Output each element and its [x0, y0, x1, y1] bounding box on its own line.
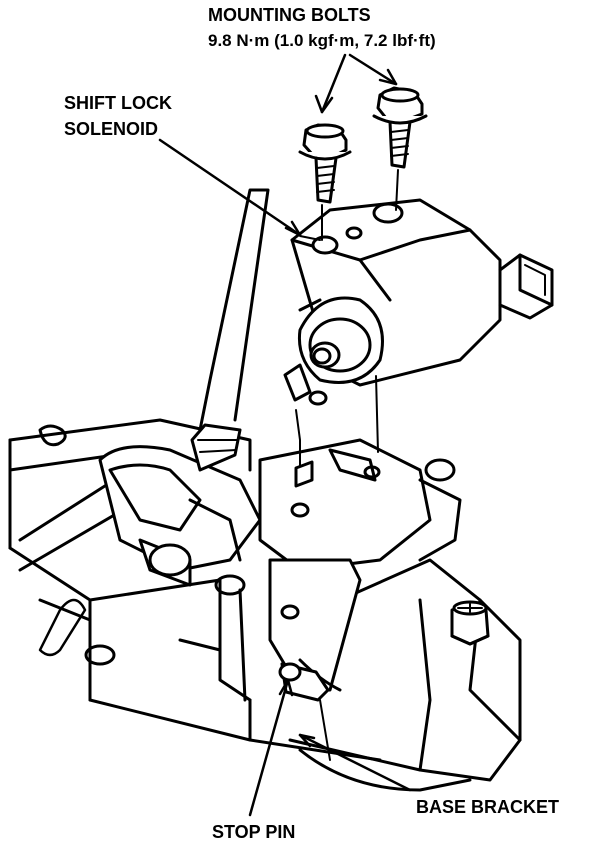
stop-pin-label: STOP PIN: [212, 822, 296, 842]
shift-lever-assembly: [18, 188, 270, 587]
mounting-bolt-left: [298, 123, 352, 241]
stop-pin: [278, 662, 330, 702]
shift-lock-label-line2: SOLENOID: [64, 119, 159, 139]
lock-block: [258, 438, 462, 692]
base-bracket: [8, 418, 522, 792]
torque-spec-label: 9.8 N·m (1.0 kgf·m, 7.2 lbf·ft): [208, 31, 436, 50]
shift-lock-solenoid: [290, 198, 554, 387]
base-bracket-label: BASE BRACKET: [416, 797, 560, 817]
base-bracket-bolt: [450, 600, 490, 646]
solenoid-plunger: [283, 363, 328, 488]
leader-lines: [158, 53, 412, 817]
shift-lock-label-line1: SHIFT LOCK: [64, 93, 172, 113]
mounting-bolt-right: [372, 86, 428, 211]
mounting-bolts-label: MOUNTING BOLTS: [208, 5, 371, 25]
